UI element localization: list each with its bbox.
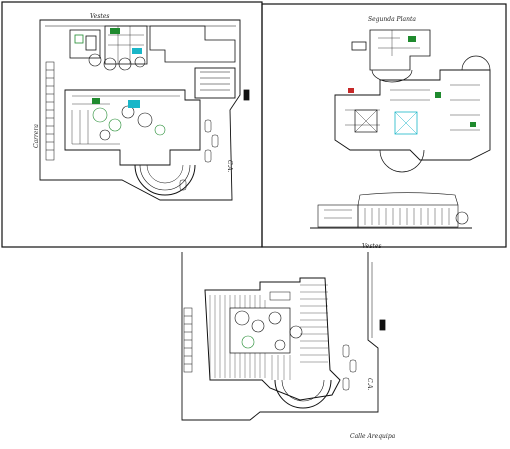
courtyard-trees (92, 105, 166, 141)
parking-left (45, 61, 55, 161)
entrance-marker-3 (379, 319, 386, 331)
sheet-1-top-label: Vestes (90, 13, 110, 20)
sheet-1-ground-floor-plan (1, 1, 263, 248)
block-lower (334, 69, 491, 161)
roof-trees (234, 310, 303, 351)
site-boundary (39, 19, 241, 201)
sheet-2-frame (261, 3, 507, 248)
sheet-3-right-label: C.A. (366, 378, 373, 391)
atrium-left (354, 109, 378, 133)
parking-left-3 (183, 307, 193, 373)
sheet-3-roof-plan (181, 252, 386, 421)
elevation-view (310, 192, 472, 229)
sheet-1-left-label: Carrera (33, 124, 40, 148)
site-boundary-3 (181, 252, 379, 421)
rotunda (134, 164, 196, 196)
sheet-2-title: Segunda Planta (368, 16, 416, 23)
vehicles-3 (342, 344, 357, 391)
trees-top (88, 53, 146, 71)
rotunda-3 (274, 379, 332, 409)
entrance-marker (243, 89, 250, 101)
roof-outline (204, 277, 341, 401)
sheet-1-frame (1, 1, 263, 248)
sheet-3-top-label: Vestes (362, 243, 382, 250)
sheet-1-right-label: C.A. (226, 160, 233, 173)
parking-block-right (194, 67, 236, 99)
block-top-left (69, 29, 101, 59)
block-top-center (104, 25, 148, 65)
vehicles-right (179, 119, 219, 191)
sheet-3-bottom-label: Calle Arequipa (350, 433, 396, 440)
main-building (64, 89, 201, 166)
atrium-right (394, 111, 418, 135)
block-upper (369, 29, 431, 71)
wing-top-right (149, 25, 236, 63)
sheet-2-second-floor (261, 3, 507, 248)
